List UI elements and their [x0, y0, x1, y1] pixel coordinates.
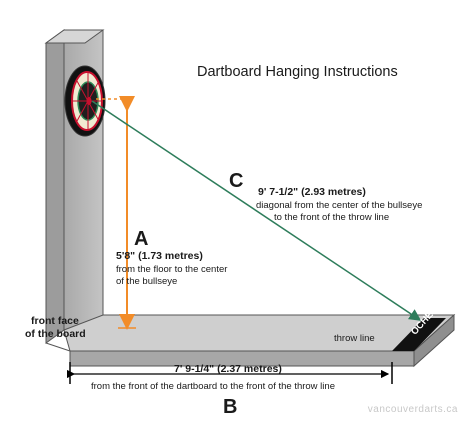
oche-marker-icon: [392, 318, 446, 351]
watermark: vancouverdarts.ca: [367, 404, 458, 415]
measure-a-desc-line2: of the bullseye: [116, 276, 178, 287]
label-a: A: [134, 228, 149, 250]
measure-c-desc-line1: diagonal from the center of the bullseye: [256, 200, 423, 211]
measure-a-line: [96, 96, 136, 330]
measure-b-line: [66, 362, 393, 384]
front-face-label-line2: of the board: [25, 328, 86, 340]
throw-line-label: throw line: [334, 333, 375, 344]
measure-b-value: 7' 9-1/4" (2.37 metres): [174, 363, 282, 375]
floor: [45, 313, 456, 368]
measure-c-desc-line2: to the front of the throw line: [274, 212, 390, 223]
label-c: C: [229, 170, 244, 192]
front-face-label-line1: front face: [31, 315, 79, 327]
measure-b-desc: from the front of the dartboard to the f…: [91, 381, 335, 392]
measure-c-line: [91, 100, 422, 321]
label-b: B: [223, 396, 238, 418]
measure-a-value: 5'8" (1.73 metres): [116, 250, 203, 262]
page-title: Dartboard Hanging Instructions: [197, 64, 398, 80]
measure-c-value: 9' 7-1/2" (2.93 metres): [258, 186, 366, 198]
measure-a-desc-line1: from the floor to the center: [116, 264, 228, 275]
dartboard-icon: [64, 65, 106, 137]
